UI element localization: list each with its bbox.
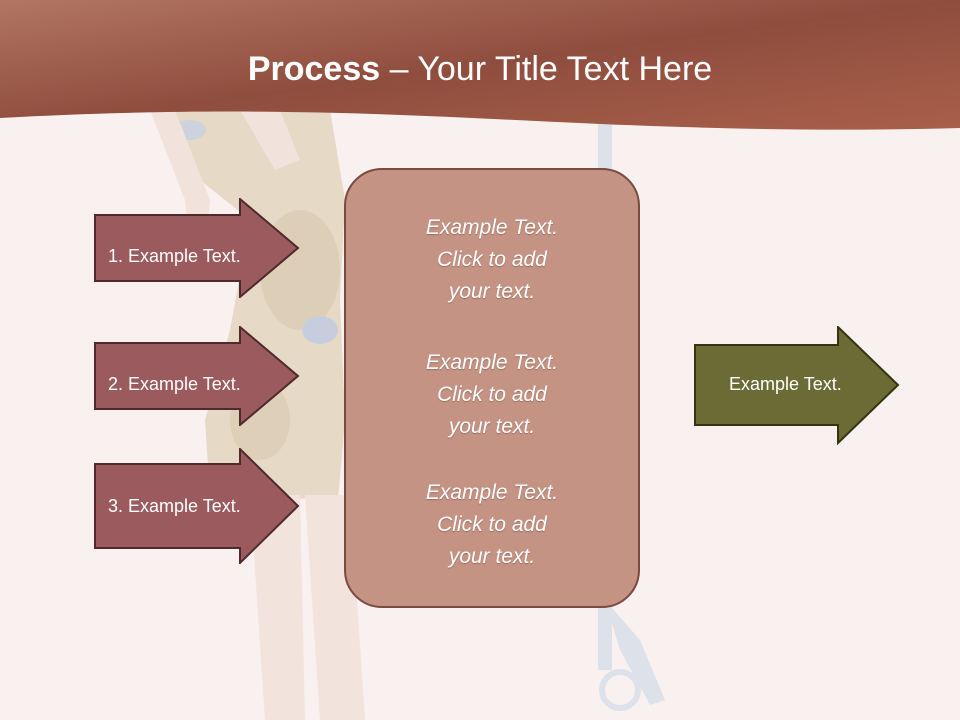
title-bold: Process: [247, 50, 381, 88]
right-arrow-label: Example Text.: [729, 373, 842, 394]
center-text-box[interactable]: [344, 168, 640, 608]
right-arrow[interactable]: [694, 326, 900, 446]
left-arrow-2[interactable]: [94, 326, 300, 426]
left-arrow-3-label: 3. Example Text.: [108, 495, 241, 516]
left-arrow-1[interactable]: [94, 198, 300, 298]
center-block-3: Example Text. Click to add your text.: [425, 481, 559, 568]
left-arrow-2-label: 2. Example Text.: [108, 373, 241, 394]
title-banner: [0, 0, 960, 130]
center-block-2: Example Text. Click to add your text.: [425, 351, 559, 438]
slide-title[interactable]: Process – Your Title Text Here: [0, 50, 960, 89]
left-arrow-3[interactable]: [94, 448, 300, 564]
title-rest: – Your Title Text Here: [380, 50, 713, 88]
center-block-1: Example Text. Click to add your text.: [425, 216, 559, 303]
left-arrow-1-label: 1. Example Text.: [108, 245, 241, 266]
